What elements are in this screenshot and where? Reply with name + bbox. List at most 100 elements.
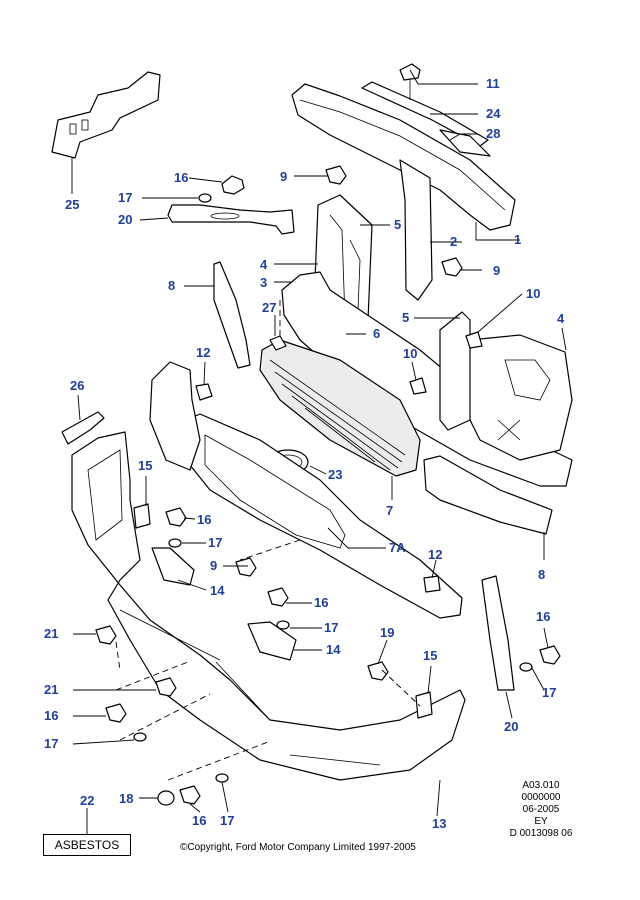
fastener-17-e [215, 773, 229, 783]
callout-4-right: 4 [557, 311, 565, 326]
part-12-clip-right [423, 575, 441, 593]
part-18 [157, 790, 175, 806]
callout-7: 7 [386, 503, 394, 518]
callout-21-upper: 21 [44, 626, 59, 641]
reference-line-1: A03.010 [522, 780, 560, 791]
fastener-11-bolt [399, 63, 421, 100]
callout-5-lower: 5 [402, 310, 410, 325]
part-25-bracket [51, 71, 161, 159]
fastener-21-b [155, 677, 177, 697]
part-7-grille [259, 339, 421, 477]
fastener-9-bolt-right [441, 257, 463, 277]
callout-17-top: 17 [118, 190, 133, 205]
part-10-clip-upper [465, 331, 483, 349]
fastener-17-c [133, 732, 147, 742]
part-26-strip [61, 411, 105, 445]
fastener-19 [367, 661, 389, 681]
callout-17-d: 17 [542, 685, 557, 700]
fastener-21-a [95, 625, 117, 645]
callout-6: 6 [373, 326, 381, 341]
fastener-17-d [519, 662, 533, 672]
part-24-strip [361, 81, 489, 147]
callout-16-a: 16 [197, 512, 212, 527]
reference-line-5: D 0013098 06 [509, 828, 573, 839]
callout-23: 23 [328, 467, 343, 482]
callout-9-lower: 9 [210, 558, 218, 573]
part-14-bracket-upper [151, 547, 195, 586]
leader-lines [71, 69, 567, 834]
part-10-clip-lower [409, 377, 427, 395]
callout-16-e: 16 [192, 813, 207, 828]
callout-16-b: 16 [314, 595, 329, 610]
callout-15-right: 15 [423, 648, 438, 663]
callout-21-lower: 21 [44, 682, 59, 697]
callout-10-lower: 10 [403, 346, 418, 361]
callout-17-e: 17 [220, 813, 235, 828]
part-7a-grille-frame [185, 413, 463, 619]
callout-8-right: 8 [538, 567, 546, 582]
part-12-clip-left [195, 383, 213, 401]
copyright-text: ©Copyright, Ford Motor Company Limited 1… [180, 842, 416, 853]
callout-11: 11 [486, 76, 500, 91]
reference-line-2: 0000000 [521, 792, 561, 803]
callout-16-c: 16 [44, 708, 59, 723]
callout-22: 22 [80, 793, 95, 808]
reference-code: A03.010 0000000 06-2005 EY D 0013098 06 [506, 780, 576, 840]
fastener-16-17-upper [198, 175, 245, 203]
fastener-9-c [235, 557, 257, 577]
callout-20-right: 20 [504, 719, 519, 734]
callout-17-a: 17 [208, 535, 223, 550]
part-1-2-radiator-support [291, 83, 516, 301]
reference-line-3: 06-2005 [522, 804, 560, 815]
callout-2: 2 [450, 234, 458, 249]
callout-14-lower: 14 [326, 642, 341, 657]
assembly-dashed-lines [115, 300, 421, 781]
part-27 [269, 335, 287, 351]
part-8-left-bar [149, 361, 201, 471]
callout-8-left: 8 [168, 278, 176, 293]
fastener-17-b [276, 620, 290, 630]
callout-15-left: 15 [138, 458, 153, 473]
part-8-lower-strip [423, 455, 553, 535]
callout-16-d: 16 [536, 609, 551, 624]
part-15-clip-left [133, 503, 151, 529]
fastener-16-d [539, 645, 561, 665]
part-5-vertical-bracket [439, 311, 471, 431]
callout-28: 28 [486, 126, 501, 141]
callout-4-left: 4 [260, 257, 268, 272]
part-8-left-bracket [213, 261, 251, 369]
part-15-clip-right [415, 691, 433, 719]
callout-18: 18 [119, 791, 134, 806]
asbestos-label-box: ASBESTOS [43, 834, 131, 856]
callout-17-c: 17 [44, 736, 59, 751]
callout-7a: 7A [389, 540, 406, 555]
part-14-bracket-lower [247, 621, 297, 661]
callout-12-right: 12 [428, 547, 443, 562]
callout-12-left: 12 [196, 345, 211, 360]
callout-14-upper: 14 [210, 583, 225, 598]
callout-9-top: 9 [280, 169, 288, 184]
fastener-16-b [267, 587, 289, 607]
fastener-16-a [165, 507, 187, 527]
callout-13: 13 [432, 816, 447, 831]
fastener-16-c [105, 703, 127, 723]
fastener-16-e [179, 785, 201, 805]
fastener-17-a [168, 538, 182, 548]
callout-19: 19 [380, 625, 395, 640]
callout-17-b: 17 [324, 620, 339, 635]
callout-5-upper: 5 [394, 217, 402, 232]
callout-20-upper: 20 [118, 212, 133, 227]
callout-25: 25 [65, 197, 80, 212]
fastener-9-bolt-top [325, 165, 347, 185]
callout-16-top: 16 [174, 170, 189, 185]
part-20-right-bracket [481, 575, 515, 691]
callout-26: 26 [70, 378, 85, 393]
callout-10-upper: 10 [526, 286, 541, 301]
part-20-upper-bracket [167, 204, 295, 235]
callout-3: 3 [260, 275, 268, 290]
reference-line-4: EY [534, 816, 548, 827]
callout-1: 1 [514, 232, 522, 247]
callout-9-right: 9 [493, 263, 501, 278]
